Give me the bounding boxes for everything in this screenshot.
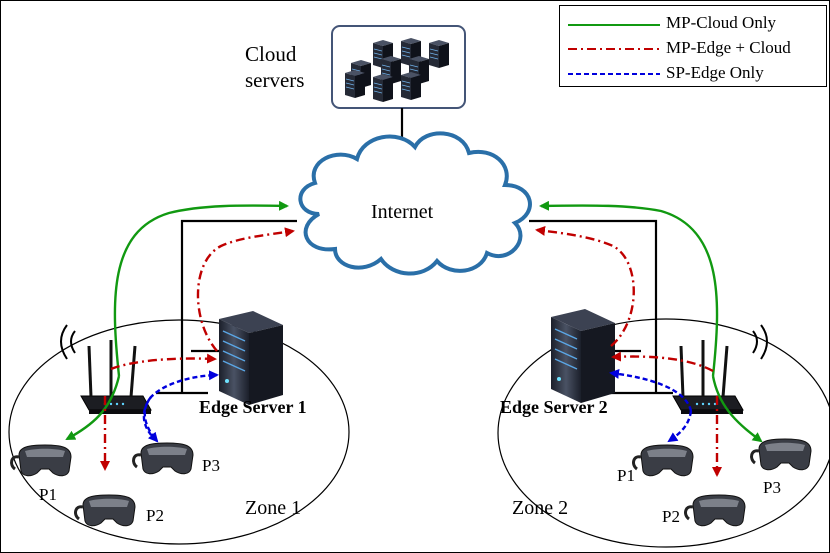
internet-cloud-icon	[298, 131, 532, 276]
headset-p2-right	[684, 493, 747, 528]
p3-right-label: P3	[763, 478, 781, 497]
p2-left-label: P2	[146, 506, 164, 525]
blue-path-left-edge	[142, 370, 219, 442]
red-path-left-edge	[110, 353, 217, 371]
cloud-servers-label: Cloud servers	[245, 42, 305, 92]
legend-swatch-dashdot	[568, 48, 660, 51]
red-path-right-edge	[611, 351, 714, 373]
legend-item-edge-cloud: MP-Edge + Cloud	[560, 37, 826, 61]
p2-right-label: P2	[662, 507, 680, 526]
legend-label: SP-Edge Only	[666, 63, 764, 82]
green-path-right-up	[539, 200, 719, 377]
edge-server-1-label: Edge Server 1	[199, 397, 307, 417]
wifi-left-icon	[60, 324, 76, 360]
legend-item-cloud-only: MP-Cloud Only	[560, 12, 826, 36]
edge-server-2-label: Edge Server 2	[500, 397, 608, 417]
red-path-right-cloud	[535, 225, 635, 347]
headset-p1-left	[10, 443, 73, 478]
zone-2-label: Zone 2	[512, 497, 569, 519]
legend-swatch-solid	[568, 24, 660, 26]
headset-p3-right	[750, 437, 813, 472]
p1-right-label: P1	[617, 466, 635, 485]
blue-path-left-p3	[143, 396, 159, 443]
legend-label: MP-Edge + Cloud	[666, 38, 791, 57]
zone-2-ellipse	[497, 318, 829, 548]
zone-1-ellipse	[8, 319, 350, 545]
headset-p2-left	[74, 493, 137, 528]
p3-left-label: P3	[202, 456, 220, 475]
edge-server-1-icon	[218, 310, 284, 406]
green-path-left-up	[113, 200, 289, 377]
edge-server-2-icon	[550, 308, 616, 404]
wire-right-router	[529, 219, 658, 393]
green-path-left-down	[65, 375, 121, 441]
wire-left-router	[180, 219, 297, 393]
headset-p1-right	[632, 443, 695, 478]
blue-path-right-edge	[609, 368, 693, 412]
wifi-right-icon	[752, 324, 768, 360]
router-2-icon	[671, 338, 745, 416]
legend-swatch-dashed	[568, 73, 660, 76]
p1-left-label: P1	[39, 485, 57, 504]
legend-item-edge-only: SP-Edge Only	[560, 62, 826, 86]
legend: MP-Cloud Only MP-Edge + Cloud SP-Edge On…	[559, 5, 827, 87]
red-path-left-cloud	[196, 227, 295, 352]
legend-label: MP-Cloud Only	[666, 13, 777, 32]
zone-1-label: Zone 1	[245, 497, 302, 519]
headset-p3-left	[132, 441, 195, 476]
green-path-right-down	[711, 375, 763, 443]
blue-path-right-p1	[667, 410, 693, 443]
internet-label: Internet	[371, 201, 434, 223]
